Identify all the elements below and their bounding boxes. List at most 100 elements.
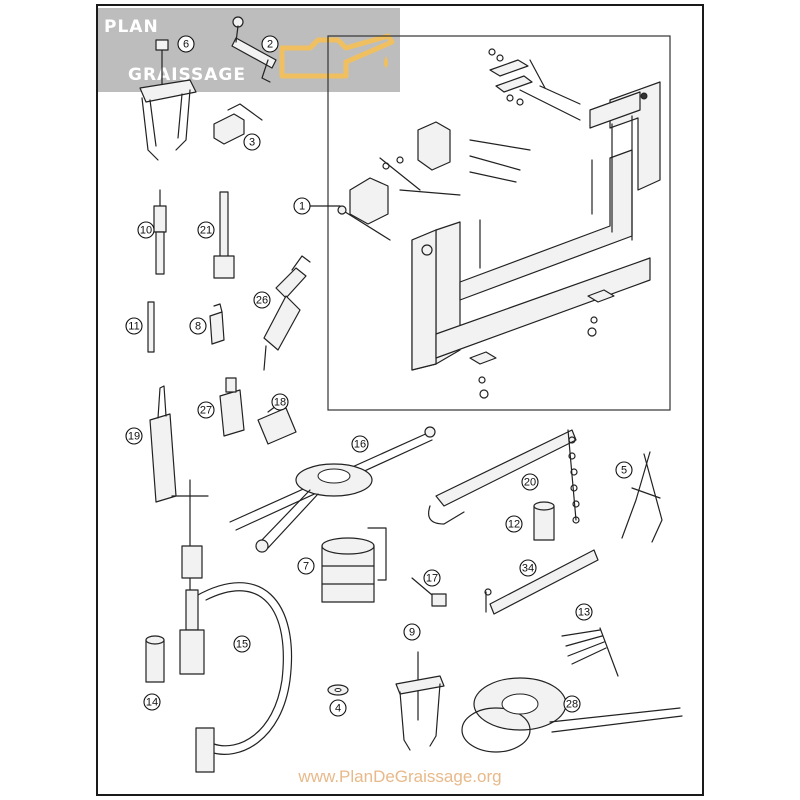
callout-number: 8 xyxy=(195,321,201,333)
circlip-pliers-icon xyxy=(621,451,663,543)
callout-6: 6 xyxy=(177,35,195,53)
logo-line1: PLAN xyxy=(104,17,159,37)
callout-circle xyxy=(297,557,315,575)
callout-7: 7 xyxy=(297,557,315,575)
callout-circle xyxy=(197,401,215,419)
callout-circle xyxy=(271,393,289,411)
callout-circle xyxy=(293,197,311,215)
callout-number: 28 xyxy=(566,699,578,711)
callout-14: 14 xyxy=(143,693,161,711)
callout-26: 26 xyxy=(253,291,271,309)
callout-17: 17 xyxy=(423,569,441,587)
callout-11: 11 xyxy=(125,317,143,335)
bearing-puller-icon xyxy=(395,651,445,751)
pin-tool-icon xyxy=(213,191,235,279)
callout-number: 7 xyxy=(303,561,309,573)
callout-16: 16 xyxy=(351,435,369,453)
callout-21: 21 xyxy=(197,221,215,239)
callout-circle xyxy=(125,427,143,445)
callout-circle xyxy=(575,603,593,621)
callout-15: 15 xyxy=(233,635,251,653)
callout-circle xyxy=(143,693,161,711)
callout-number: 9 xyxy=(409,627,415,639)
loctite-bottle-icon xyxy=(219,377,245,437)
callout-number: 3 xyxy=(249,137,255,149)
callout-9: 9 xyxy=(403,623,421,641)
callout-number: 27 xyxy=(200,405,212,417)
callout-number: 11 xyxy=(128,321,139,333)
callout-circle xyxy=(137,221,155,239)
engine-stand-box xyxy=(327,35,671,411)
spanner-icon xyxy=(484,549,599,615)
clutch-holder-icon xyxy=(461,677,683,753)
callout-number: 14 xyxy=(146,697,158,709)
callout-number: 34 xyxy=(522,563,534,575)
callout-number: 15 xyxy=(236,639,248,651)
callout-circle xyxy=(125,317,143,335)
thread-tube-icon xyxy=(209,303,225,345)
callout-circle xyxy=(505,515,523,533)
callout-number: 2 xyxy=(267,39,273,51)
callout-number: 10 xyxy=(140,225,152,237)
watermark-text: www.PlanDeGraissage.org xyxy=(297,767,501,786)
callout-27: 27 xyxy=(197,401,215,419)
callout-circle xyxy=(197,221,215,239)
puller-icon xyxy=(139,39,197,161)
callout-8: 8 xyxy=(189,317,207,335)
logo-line2: GRAISSAGE xyxy=(128,65,246,85)
callout-number: 19 xyxy=(128,431,140,443)
callout-28: 28 xyxy=(563,695,581,713)
callout-number: 6 xyxy=(183,39,189,51)
callout-circle xyxy=(403,623,421,641)
callout-circle xyxy=(423,569,441,587)
callout-circle xyxy=(189,317,207,335)
callout-1: 1 xyxy=(293,197,311,215)
callout-circle xyxy=(177,35,195,53)
feeler-gauge-icon xyxy=(561,627,619,677)
callout-circle xyxy=(351,435,369,453)
chain-wrench-icon xyxy=(428,429,580,525)
drift-pin-icon xyxy=(147,301,155,353)
callout-number: 26 xyxy=(256,295,268,307)
washer-icon xyxy=(327,684,349,696)
engine-stand-icon xyxy=(337,48,661,399)
callout-20: 20 xyxy=(521,473,539,491)
callout-circle xyxy=(243,133,261,151)
callout-2: 2 xyxy=(261,35,279,53)
stop-clamp-icon xyxy=(213,103,263,145)
callout-circle xyxy=(261,35,279,53)
callout-number: 13 xyxy=(578,607,590,619)
engine-stand-assembly xyxy=(327,35,671,411)
sleeve-icon xyxy=(533,501,555,541)
callout-10: 10 xyxy=(137,221,155,239)
callout-number: 16 xyxy=(354,439,366,451)
callout-number: 12 xyxy=(508,519,520,531)
callout-number: 21 xyxy=(200,225,212,237)
callout-number: 5 xyxy=(621,465,627,477)
callout-circle xyxy=(521,473,539,491)
insert-icon xyxy=(145,635,165,683)
holder-tool-icon xyxy=(229,426,436,553)
sealant-tube-icon xyxy=(149,385,177,503)
callout-5: 5 xyxy=(615,461,633,479)
callout-circle xyxy=(329,699,347,717)
piston-ring-compressor-icon xyxy=(321,527,387,603)
callout-circle xyxy=(233,635,251,653)
callout-number: 4 xyxy=(335,703,341,715)
callout-18: 18 xyxy=(271,393,289,411)
slide-hammer-icon xyxy=(153,189,167,275)
callout-number: 1 xyxy=(299,201,305,213)
holding-wrench-icon xyxy=(231,16,277,83)
valve-spring-compressor-icon xyxy=(171,479,292,773)
callout-circle xyxy=(253,291,271,309)
callout-3: 3 xyxy=(243,133,261,151)
callout-34: 34 xyxy=(519,559,537,577)
callout-4: 4 xyxy=(329,699,347,717)
callout-circle xyxy=(563,695,581,713)
callout-19: 19 xyxy=(125,427,143,445)
adapter-icon xyxy=(257,405,297,445)
callout-number: 20 xyxy=(524,477,536,489)
grease-syringe-icon xyxy=(263,255,311,371)
